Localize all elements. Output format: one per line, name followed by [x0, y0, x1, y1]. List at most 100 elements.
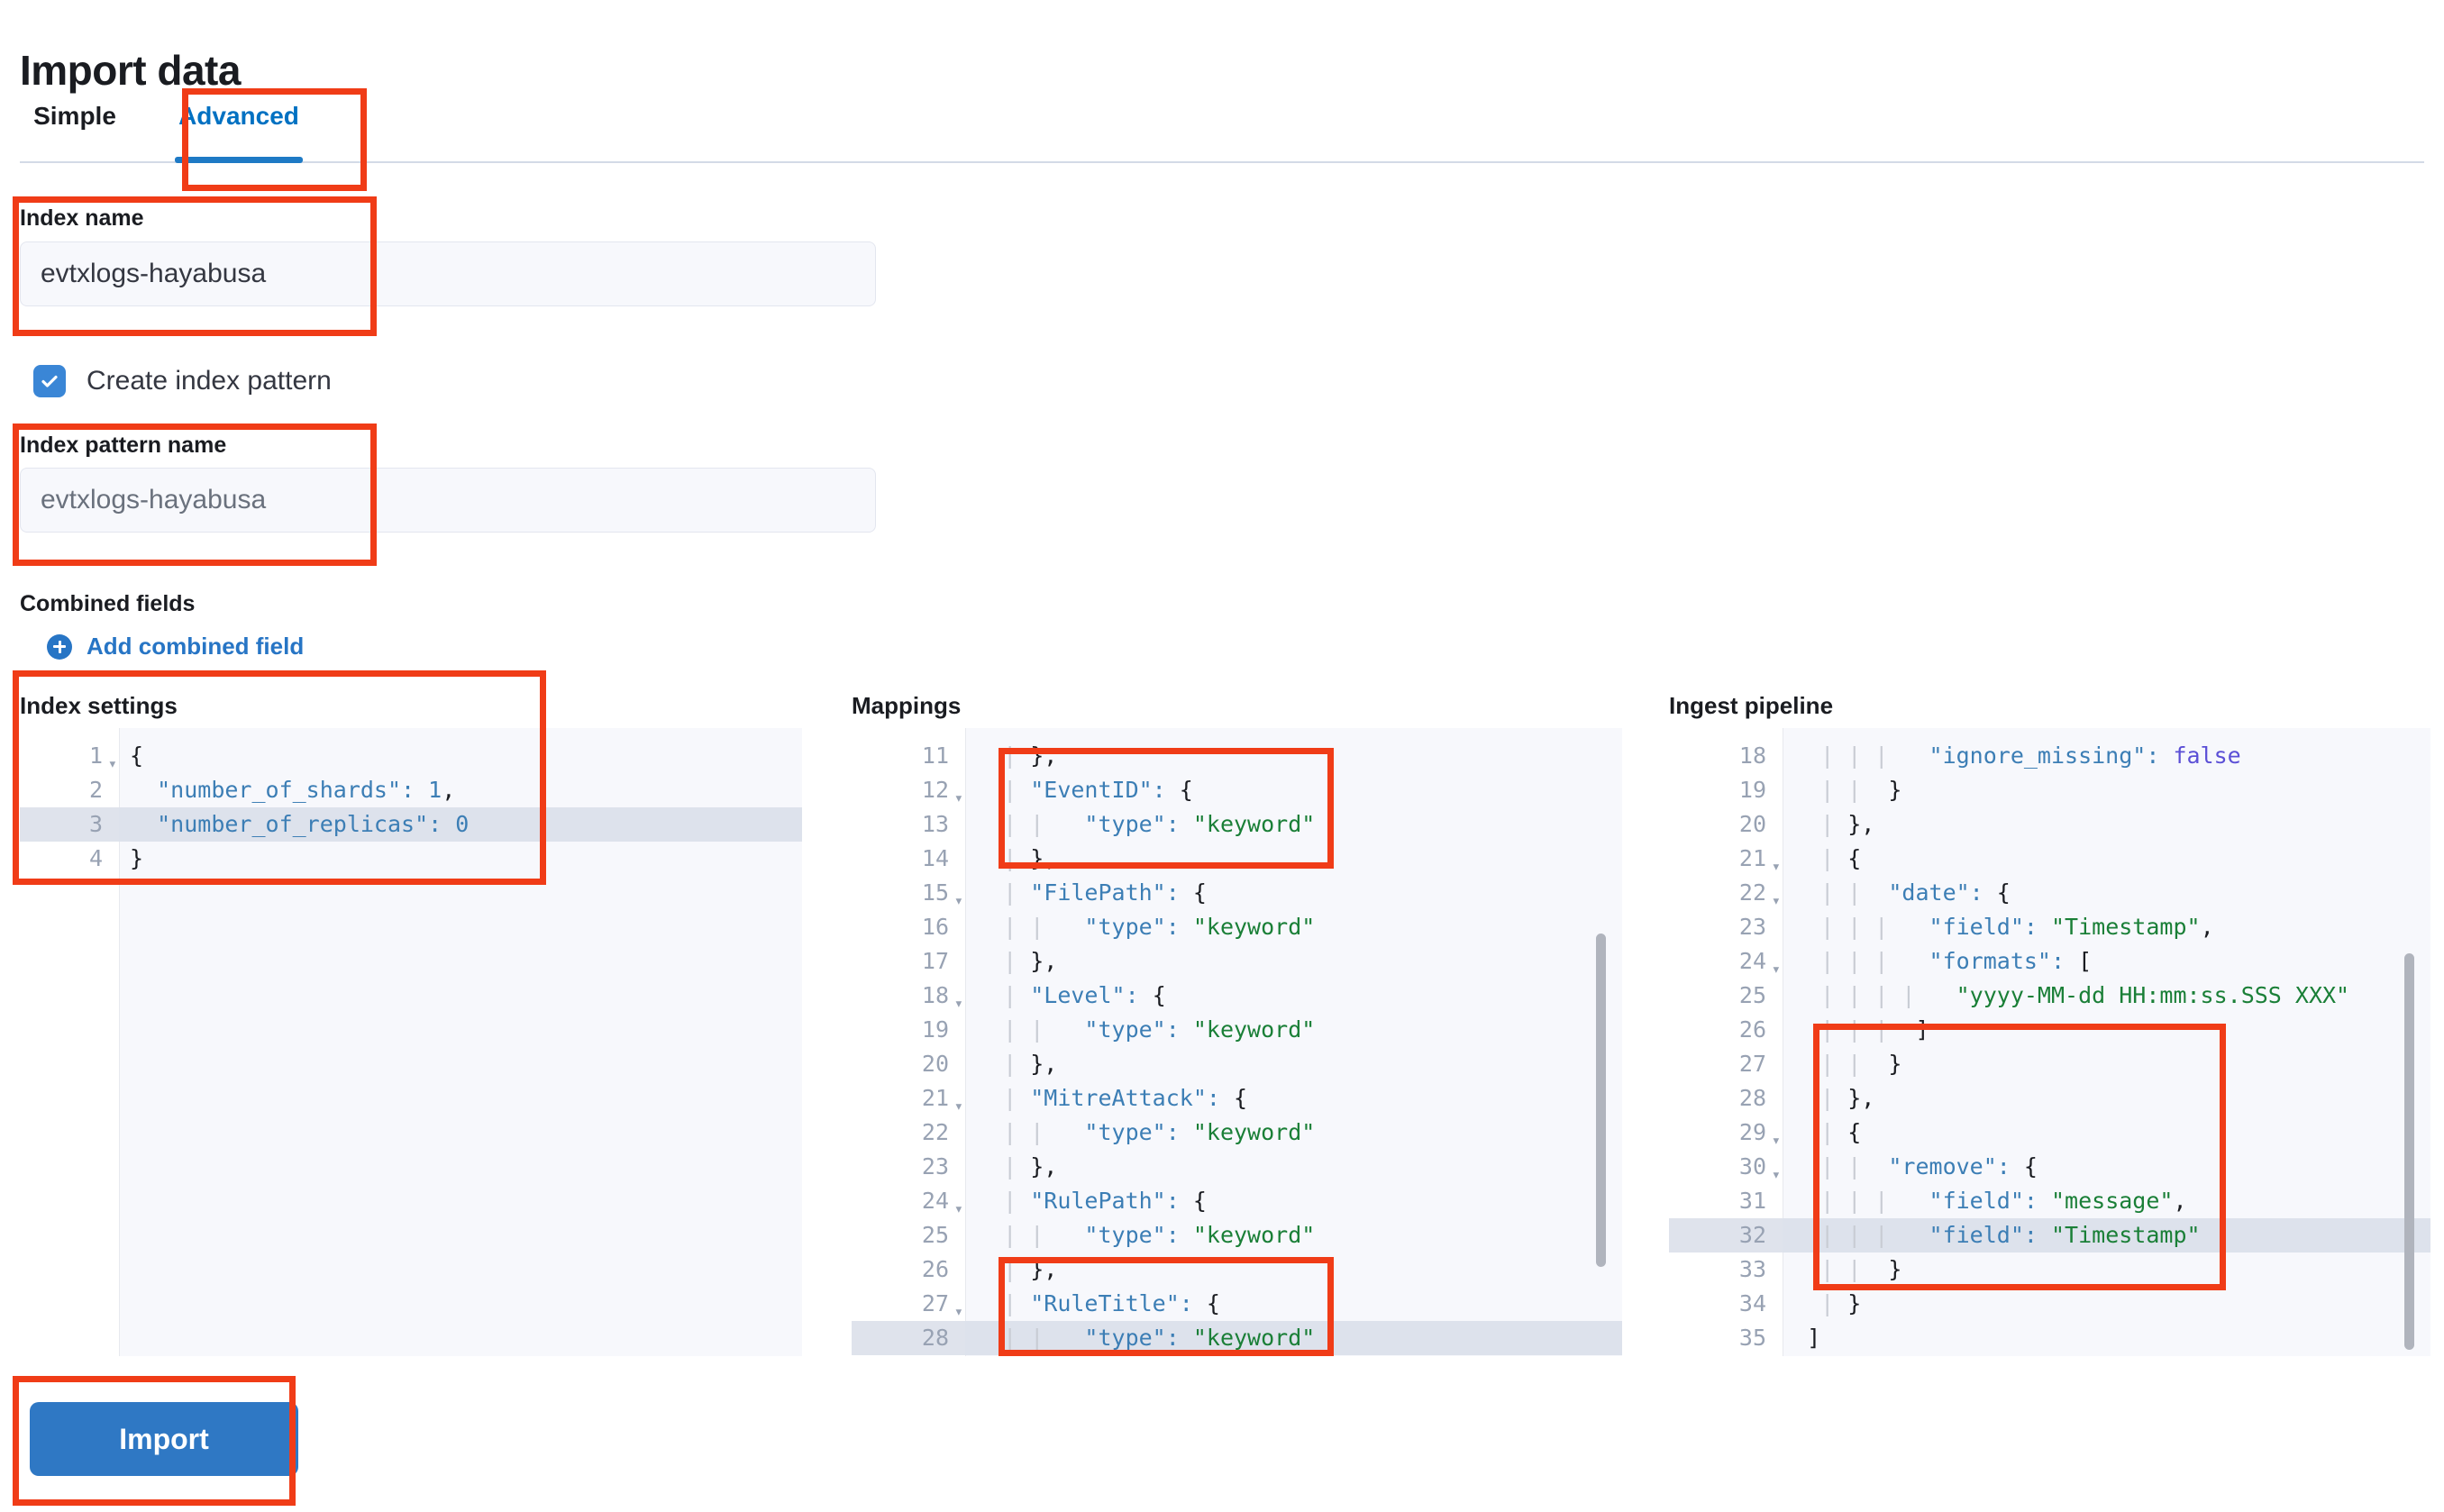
editor-line-number: 20 — [921, 1051, 949, 1077]
editor-code-line: | | | | "yyyy-MM-dd HH:mm:ss.SSS XXX" — [1793, 982, 2350, 1008]
editor-code-line: ] — [1807, 1325, 1821, 1351]
editor-line-number: 25 — [1738, 982, 1766, 1008]
editor-line-number: 20 — [1738, 811, 1766, 837]
fold-arrow-icon[interactable]: ▾ — [953, 892, 963, 910]
editor-code-line: | | "type": "keyword" — [976, 811, 1316, 837]
index-settings-title: Index settings — [20, 692, 178, 719]
import-button[interactable]: Import — [30, 1402, 298, 1476]
editor-line-number: 34 — [1738, 1290, 1766, 1316]
editor-line-number: 1 — [88, 742, 103, 769]
tab-advanced[interactable]: Advanced — [153, 95, 324, 163]
fold-arrow-icon[interactable]: ▾ — [1771, 1132, 1781, 1150]
mappings-scrollbar[interactable] — [1596, 934, 1606, 1267]
index-name-input[interactable]: evtxlogs-hayabusa — [20, 241, 876, 306]
editor-line-number: 11 — [921, 742, 949, 769]
editor-line-number: 13 — [921, 811, 949, 837]
mappings-code[interactable]: | }, | "EventID": { | | "type": "keyword… — [965, 728, 1622, 1356]
editor-code-line: { — [130, 742, 144, 769]
editor-line-number: 28 — [1738, 1085, 1766, 1111]
editor-line-number: 22 — [921, 1119, 949, 1145]
editor-code-line: | | } — [1793, 1256, 1902, 1282]
editor-line-number: 31 — [1738, 1188, 1766, 1214]
editor-code-line: | } — [1793, 1290, 1862, 1316]
editor-code-line: | }, — [1793, 1085, 1875, 1111]
fold-arrow-icon[interactable]: ▾ — [1771, 961, 1781, 979]
fold-arrow-icon[interactable]: ▾ — [107, 755, 117, 773]
tab-advanced-label: Advanced — [178, 102, 299, 130]
ingest-pipeline-scrollbar[interactable] — [2404, 953, 2414, 1350]
fold-arrow-icon[interactable]: ▾ — [953, 1303, 963, 1321]
editor-line-number: 14 — [921, 845, 949, 871]
editor-code-line: | | | "field": "Timestamp", — [1793, 914, 2214, 940]
editor-code-line: | "MitreAttack": { — [976, 1085, 1248, 1111]
fold-arrow-icon[interactable]: ▾ — [953, 789, 963, 807]
editor-code-line: | | "date": { — [1793, 879, 2011, 906]
fold-arrow-icon[interactable]: ▾ — [953, 1098, 963, 1116]
editor-line-number: 21 — [921, 1085, 949, 1111]
editor-line-number: 26 — [1738, 1016, 1766, 1043]
editor-line-number: 18 — [1738, 742, 1766, 769]
editor-code-line: | "RulePath": { — [976, 1188, 1207, 1214]
editor-line-number: 15 — [921, 879, 949, 906]
editor-line-number: 18 — [921, 982, 949, 1008]
editor-line-number: 12 — [921, 777, 949, 803]
editor-line-number: 27 — [921, 1290, 949, 1316]
editor-line-highlight — [965, 1321, 1622, 1355]
plus-circle-icon — [47, 633, 72, 660]
editor-line-number: 26 — [921, 1256, 949, 1282]
editor-line-number: 24 — [1738, 948, 1766, 974]
create-index-pattern-label: Create index pattern — [87, 366, 332, 396]
editor-code-line: | }, — [976, 845, 1058, 871]
editor-code-line: "number_of_replicas": 0 — [157, 811, 470, 837]
editor-line-highlight — [1669, 1218, 1783, 1252]
tab-divider — [20, 161, 2424, 163]
editor-line-number: 2 — [88, 777, 103, 803]
index-settings-code[interactable]: { "number_of_shards": 1, "number_of_repl… — [119, 728, 802, 1356]
tab-simple-label: Simple — [33, 102, 116, 130]
editor-line-highlight — [1783, 1218, 2430, 1252]
editor-line-number: 30 — [1738, 1153, 1766, 1180]
editor-line-number: 16 — [921, 914, 949, 940]
editor-code-line: | | | "ignore_missing": false — [1793, 742, 2241, 769]
checkbox-checked-icon[interactable] — [34, 366, 65, 396]
editor-code-line: | }, — [976, 1355, 1057, 1356]
editor-code-line: | | } — [1793, 777, 1902, 803]
tab-simple[interactable]: Simple — [20, 95, 130, 163]
ingest-pipeline-code[interactable]: | | | "ignore_missing": false | | } | },… — [1783, 728, 2430, 1356]
editor-code-line: | "Level": { — [976, 982, 1166, 1008]
editor-code-line: } — [1793, 1355, 1807, 1356]
fold-arrow-icon[interactable]: ▾ — [953, 1200, 963, 1218]
editor-code-line: | "RuleTitle": { — [976, 1290, 1220, 1316]
fold-arrow-icon[interactable]: ▾ — [1771, 1166, 1781, 1184]
editor-code-line: | | "type": "keyword" — [976, 914, 1316, 940]
editor-line-number: 22 — [1738, 879, 1766, 906]
editor-code-line: | { — [1793, 845, 1862, 871]
editor-line-number: 17 — [921, 948, 949, 974]
tab-active-underline — [175, 157, 303, 163]
fold-arrow-icon[interactable]: ▾ — [1771, 858, 1781, 876]
index-pattern-name-input[interactable]: evtxlogs-hayabusa — [20, 468, 876, 533]
fold-arrow-icon[interactable]: ▾ — [953, 995, 963, 1013]
page-title: Import data — [20, 46, 241, 94]
editor-line-number: 3 — [88, 811, 103, 837]
editor-line-number: 19 — [921, 1016, 949, 1043]
editor-line-number: 32 — [1738, 1222, 1766, 1248]
editor-code-line: | | | "field": "Timestamp" — [1793, 1222, 2201, 1248]
editor-line-number: 25 — [921, 1222, 949, 1248]
editor-line-number: 36 — [1739, 1355, 1766, 1356]
editor-code-line: | | | "field": "message", — [1793, 1188, 2187, 1214]
create-index-pattern-row[interactable]: Create index pattern — [34, 366, 332, 396]
editor-code-line: | | "type": "keyword" — [976, 1119, 1316, 1145]
editor-code-line: | | "type": "keyword" — [976, 1325, 1316, 1351]
editor-code-line: | "EventID": { — [976, 777, 1193, 803]
editor-code-line: | { — [1793, 1119, 1862, 1145]
editor-line-number: 28 — [921, 1325, 949, 1351]
add-combined-field-link[interactable]: Add combined field — [47, 633, 304, 660]
fold-arrow-icon[interactable]: ▾ — [1771, 892, 1781, 910]
